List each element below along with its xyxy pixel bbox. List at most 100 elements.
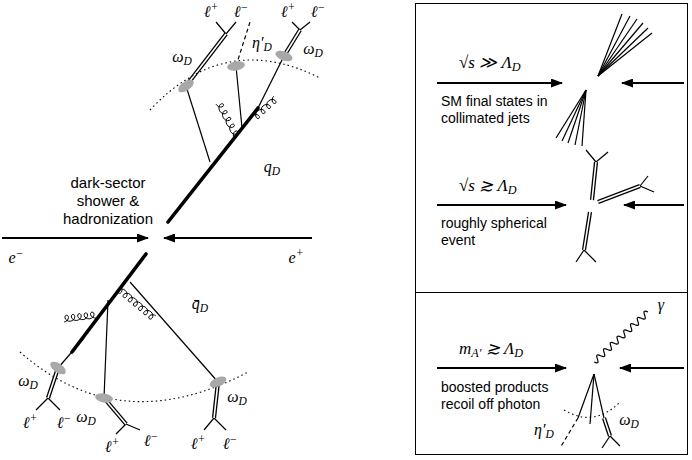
particle-label: ℓ+	[281, 1, 295, 20]
shower-line	[104, 300, 108, 398]
gluon-line	[64, 312, 96, 322]
particle-label: ℓ+	[204, 1, 218, 20]
particle-label: e−	[9, 247, 24, 266]
particle-label: q̄D	[192, 295, 208, 315]
double-line	[284, 30, 300, 56]
text-run: D	[183, 55, 191, 67]
physics-label: γ	[658, 296, 664, 314]
shower-line	[186, 86, 210, 162]
beam-arrow	[437, 204, 566, 206]
text-run: D	[272, 165, 280, 177]
text-run: ℓ	[144, 432, 151, 449]
particle-label: ℓ−	[311, 1, 325, 20]
text-run: −	[240, 1, 248, 13]
regime-caption: SM final states in collimated jets	[441, 93, 553, 127]
double-line	[604, 418, 610, 436]
text-run: +	[111, 436, 119, 448]
hadron-blob	[176, 77, 196, 95]
hadronization-arc	[150, 60, 320, 110]
shower-line	[236, 66, 242, 128]
double-line	[592, 162, 596, 200]
text-run: ℓ	[234, 3, 241, 20]
text-run: e	[289, 249, 296, 266]
gluon-group	[64, 96, 648, 363]
text-run: +	[29, 412, 37, 424]
particle-label: ωD	[303, 40, 323, 60]
particle-label: ωD	[172, 48, 192, 68]
text-run: q	[264, 158, 272, 175]
double-line	[584, 212, 590, 250]
beam-arrow	[624, 204, 684, 206]
gluon-line	[216, 104, 238, 138]
beam-arrow	[437, 82, 562, 84]
text-run: ℓ	[223, 435, 230, 452]
text-run: ℓ	[311, 3, 318, 20]
text-run: ℓ	[105, 438, 112, 455]
hadronization-arc	[564, 402, 620, 417]
text-run: D	[630, 418, 638, 430]
annotation-text: dark-sector shower & hadronization	[58, 174, 158, 228]
text-run: ω	[227, 388, 238, 405]
hadron-blob	[208, 374, 228, 390]
lepton-line	[586, 150, 596, 162]
double-lines	[48, 30, 640, 436]
text-run: m	[459, 339, 471, 358]
gluon-line	[118, 286, 156, 319]
particle-label: ℓ+	[23, 412, 37, 431]
lepton-line	[214, 418, 226, 430]
lepton-line	[126, 424, 140, 430]
text-run: boosted products recoil off photon	[441, 379, 548, 412]
shower-line	[130, 282, 218, 382]
physics-label: mA′ ≳ ΛD	[459, 339, 523, 361]
particle-label: ℓ−	[223, 433, 237, 452]
double-line	[284, 30, 300, 56]
hadronization-arcs	[20, 60, 620, 417]
lepton-line	[300, 22, 310, 30]
panel-box: mA′ ≳ ΛD boosted products recoil off phot…	[415, 292, 688, 455]
jet-track	[582, 90, 586, 146]
text-run: +	[296, 247, 304, 259]
hadron-blob	[226, 60, 245, 72]
double-line	[48, 368, 58, 398]
particle-label: ωD	[18, 372, 38, 392]
product-line	[594, 374, 604, 418]
particle-label: ℓ−	[144, 430, 158, 449]
lepton-line	[584, 250, 596, 262]
double-line	[186, 34, 226, 86]
hadronization-arc	[20, 352, 248, 402]
double-line	[592, 162, 596, 200]
text-run: ω	[619, 411, 630, 428]
double-line	[604, 418, 610, 436]
text-run: SM final states in collimated jets	[441, 93, 548, 126]
lepton-line	[226, 22, 236, 34]
text-run: ℓ	[281, 3, 288, 20]
panel-box: √s ≫ ΛD SM final states in collimated jet…	[415, 3, 688, 293]
text-run: e	[9, 249, 16, 266]
jet-track	[598, 33, 652, 76]
regime-caption: boosted products recoil off photon	[441, 379, 553, 413]
particle-label: ℓ−	[57, 412, 71, 431]
product-line	[590, 374, 594, 424]
text-run: η′	[534, 421, 545, 438]
regime-caption: roughly spherical event	[441, 215, 553, 249]
text-run: −	[317, 1, 325, 13]
text-run: η′	[252, 34, 263, 51]
gluon-line	[252, 96, 276, 119]
text-run: ℓ	[23, 414, 30, 431]
text-run: D	[546, 428, 554, 440]
double-line	[584, 212, 590, 250]
physics-label: √s ≳ ΛD	[459, 176, 517, 198]
beam-arrow	[437, 367, 566, 369]
text-run: −	[16, 247, 24, 259]
jet-track	[598, 16, 630, 76]
lepton-line	[640, 186, 654, 192]
jet-track	[575, 90, 586, 145]
dark-quark-lines	[72, 108, 258, 352]
lepton-line	[610, 436, 620, 446]
text-run: √s ≫ Λ	[459, 53, 512, 72]
text-run: D	[512, 60, 521, 74]
lepton-line	[602, 436, 610, 448]
particle-label: ℓ+	[105, 436, 119, 455]
